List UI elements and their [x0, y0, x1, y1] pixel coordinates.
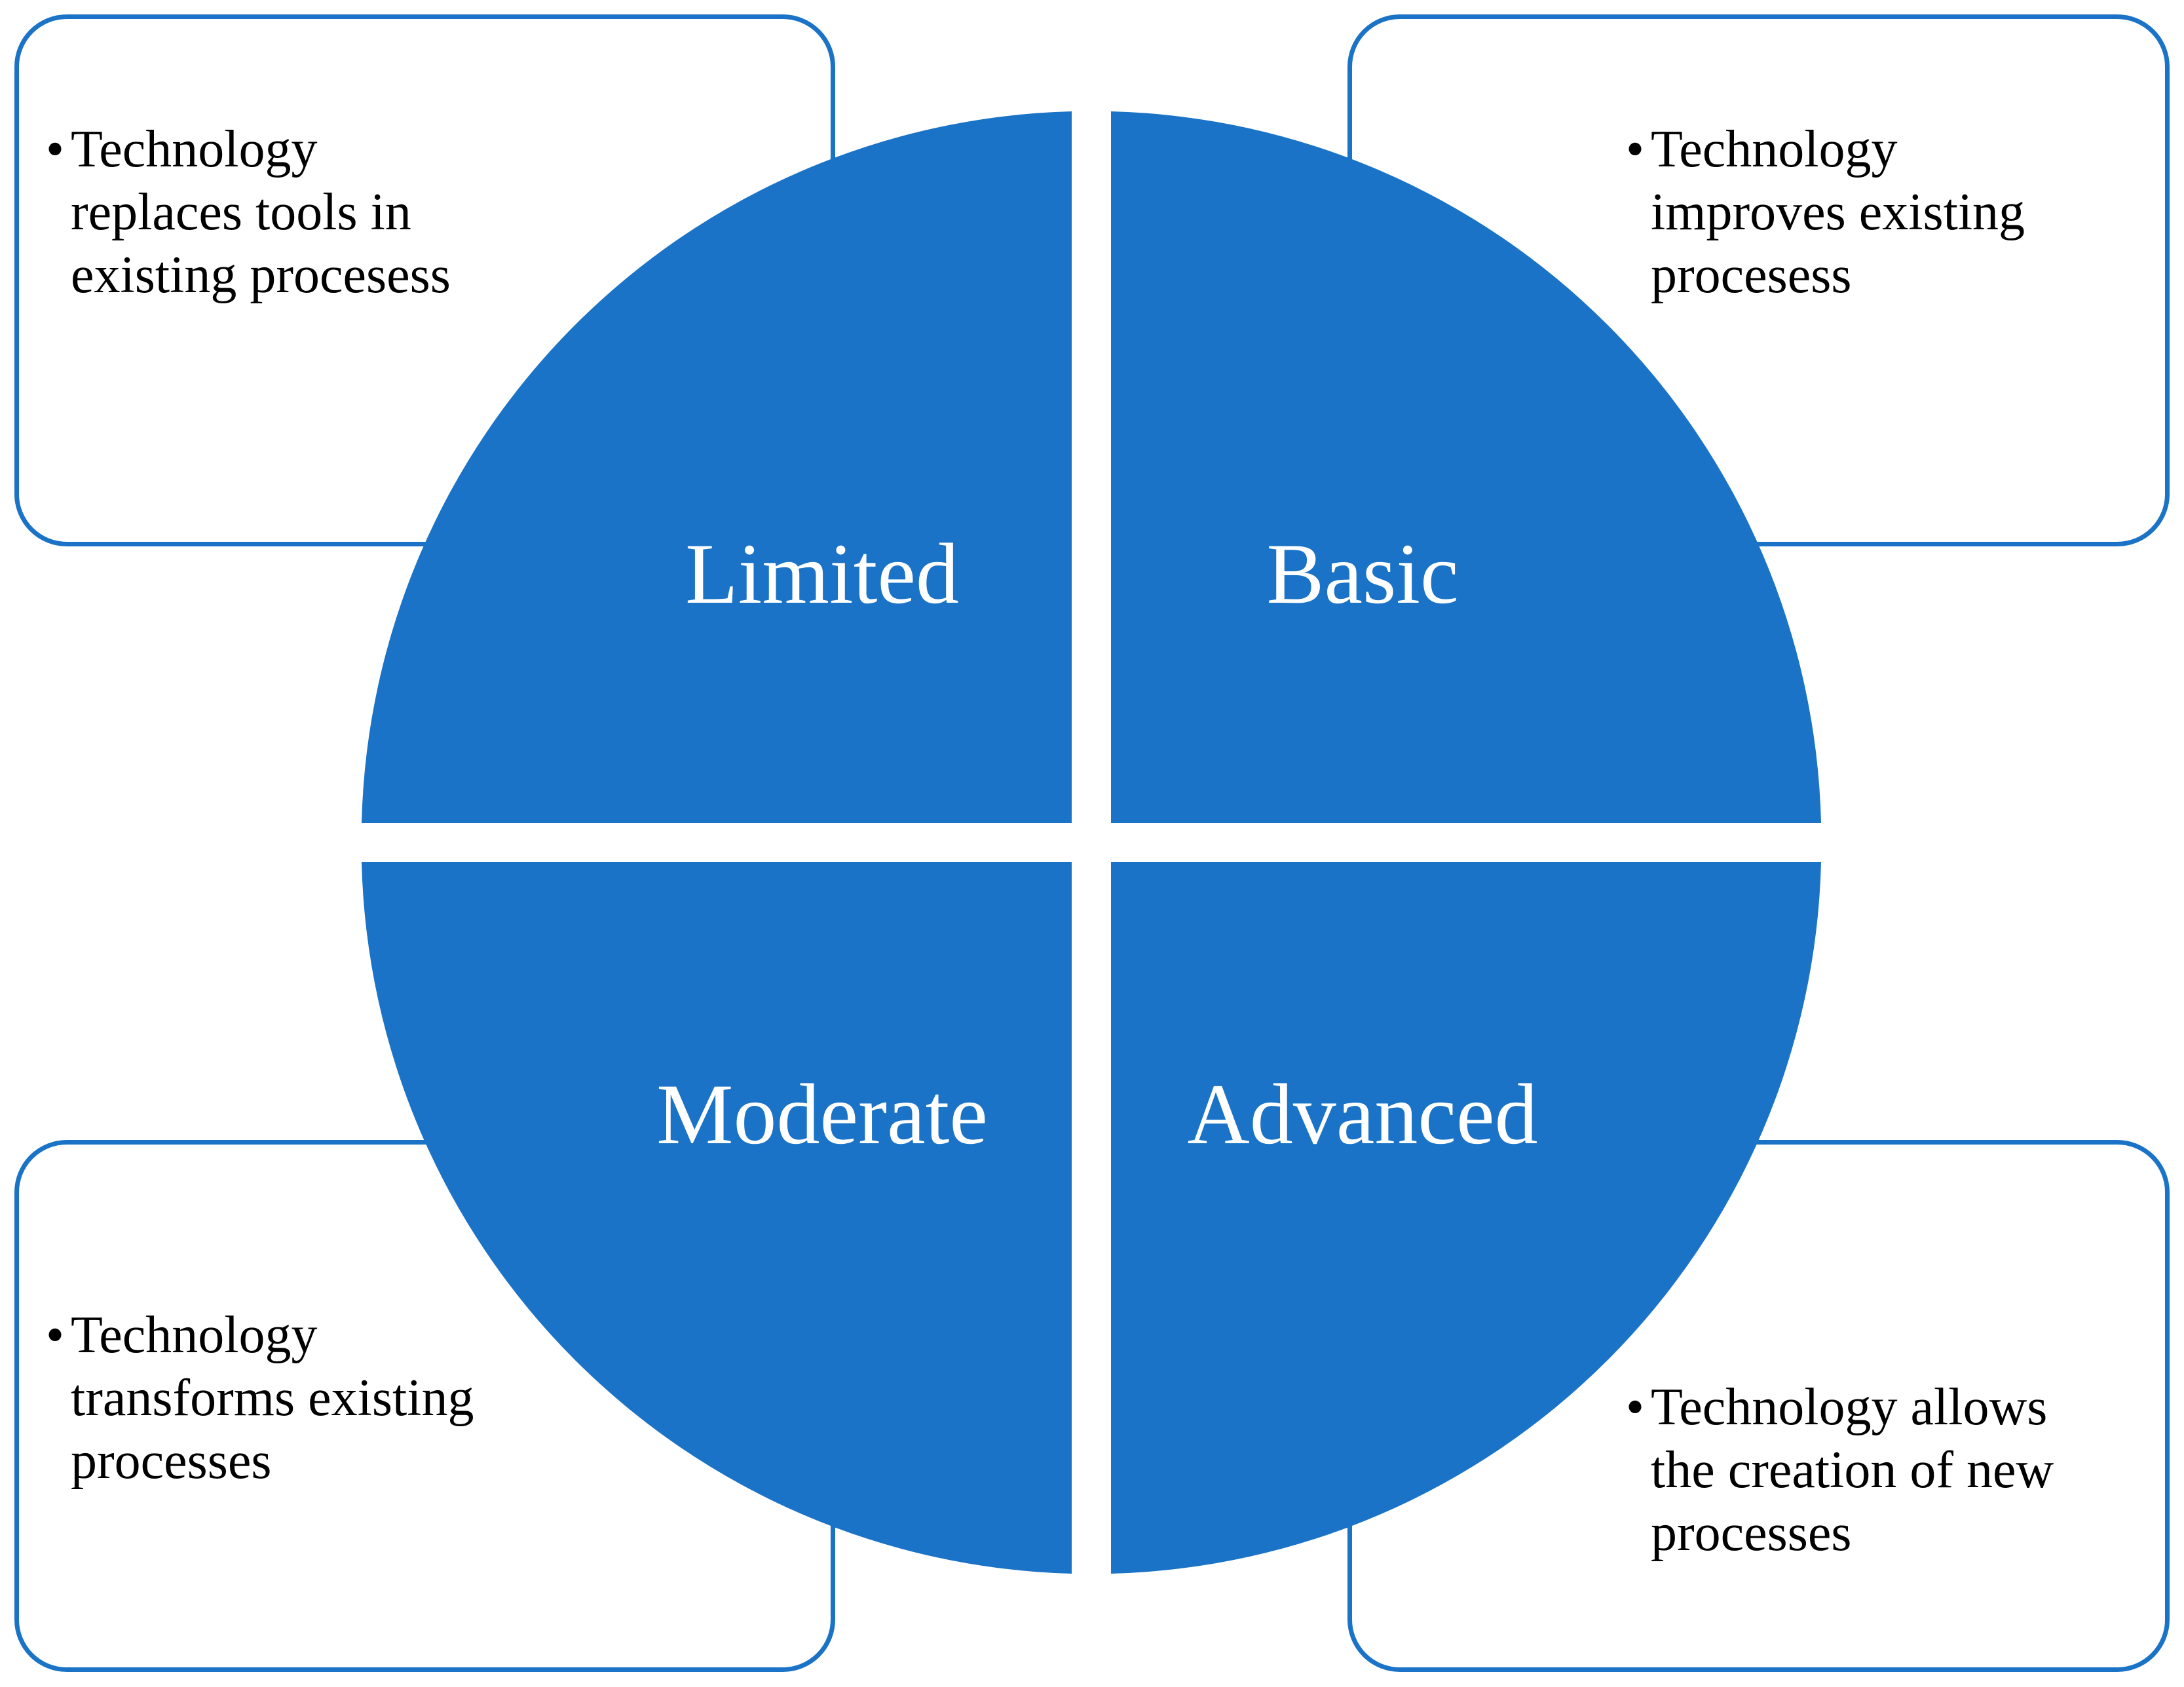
- note-limited: • Technology replaces tools in existing …: [46, 118, 451, 307]
- note-line: Technology allows: [1651, 1378, 2048, 1436]
- quadrant-label-basic: Basic: [1266, 525, 1458, 622]
- note-line: improves existing: [1651, 183, 2025, 241]
- quadrant-label-limited: Limited: [685, 525, 959, 622]
- note-line: processes: [1651, 1504, 1852, 1562]
- note-basic: • Technology improves existing procesess: [1626, 118, 2025, 307]
- note-advanced: • Technology allows the creation of new …: [1626, 1376, 2054, 1564]
- note-line: the creation of new: [1651, 1441, 2054, 1499]
- note-line: processes: [71, 1432, 272, 1490]
- note-line: replaces tools in: [71, 183, 411, 241]
- note-moderate: • Technology transforms existing process…: [46, 1304, 474, 1492]
- note-line: transforms existing: [71, 1369, 474, 1427]
- bullet-glyph: •: [1626, 1378, 1645, 1436]
- note-line: procesess: [1651, 246, 1852, 304]
- note-line: Technology: [71, 121, 318, 178]
- quadrant-limited: [362, 111, 1072, 823]
- note-line: existing procesess: [71, 246, 451, 304]
- quadrant-basic: [1111, 111, 1821, 823]
- quadrant-label-moderate: Moderate: [656, 1066, 988, 1162]
- bullet-glyph: •: [1626, 121, 1645, 178]
- bullet-glyph: •: [46, 121, 65, 178]
- note-line: Technology: [71, 1306, 318, 1364]
- note-line: Technology: [1651, 121, 1898, 178]
- quadrant-moderate: [362, 862, 1072, 1574]
- bullet-glyph: •: [46, 1306, 65, 1364]
- quadrant-label-advanced: Advanced: [1187, 1066, 1537, 1162]
- quadrant-advanced: [1111, 862, 1821, 1574]
